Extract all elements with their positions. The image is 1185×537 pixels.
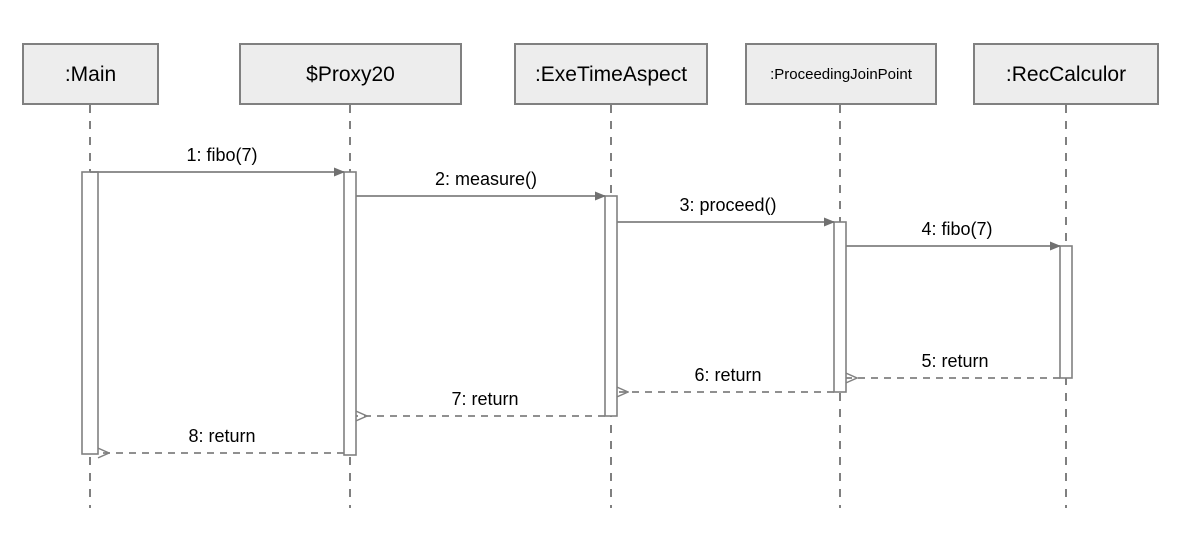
message-label-6: 6: return — [694, 365, 762, 385]
lifelines-group — [89, 105, 1067, 508]
activation-bars-group — [81, 171, 1073, 456]
message-label-7: 7: return — [451, 389, 519, 409]
participant-box-proxy20[interactable]: $Proxy20 — [239, 43, 462, 105]
participant-label-main: :Main — [64, 62, 117, 86]
participant-box-proceedingjoinpoint[interactable]: :ProceedingJoinPoint — [745, 43, 937, 105]
message-arrows-group — [90, 167, 1061, 453]
participant-label-proxy20: $Proxy20 — [306, 62, 395, 86]
message-label-8: 8: return — [188, 426, 256, 446]
participant-label-exetimeaspect: :ExeTimeAspect — [534, 62, 688, 86]
message-label-1: 1: fibo(7) — [186, 145, 258, 165]
participant-box-exetimeaspect[interactable]: :ExeTimeAspect — [514, 43, 708, 105]
message-label-2: 2: measure() — [434, 169, 538, 189]
message-label-5: 5: return — [921, 351, 989, 371]
message-label-4: 4: fibo(7) — [921, 219, 993, 239]
activation-bar-joinpoint[interactable] — [833, 221, 847, 393]
participant-box-reccalculor[interactable]: :RecCalculor — [973, 43, 1159, 105]
message-label-3: 3: proceed() — [679, 195, 777, 215]
participant-box-main[interactable]: :Main — [22, 43, 159, 105]
activation-bar-calculor[interactable] — [1059, 245, 1073, 379]
activation-bar-proxy[interactable] — [343, 171, 357, 456]
participant-label-reccalculor: :RecCalculor — [1005, 62, 1127, 86]
activation-bar-aspect[interactable] — [604, 195, 618, 417]
activation-bar-main[interactable] — [81, 171, 99, 455]
participant-label-proceedingjoinpoint: :ProceedingJoinPoint — [770, 65, 912, 83]
